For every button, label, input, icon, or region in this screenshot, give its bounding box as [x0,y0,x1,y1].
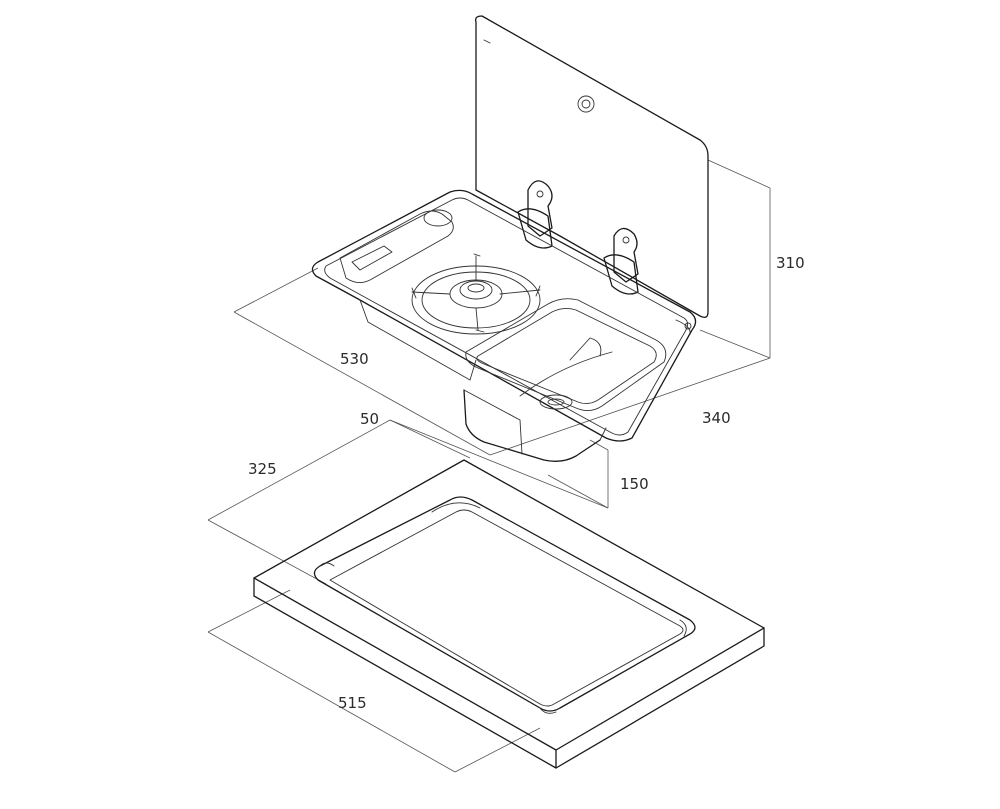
dim-label-cutout-width: 515 [338,694,367,712]
hinge-right-icon [603,227,639,295]
dimension-lines-upper [233,159,771,509]
worktop-cutout-panel [253,459,765,769]
dim-label-width-top: 530 [340,350,369,368]
lid-knob-icon [577,95,595,113]
gas-burner-icon [411,253,541,333]
dim-label-depth-top: 340 [702,409,731,427]
dim-label-height: 310 [776,254,805,272]
dim-label-cutout-depth: 325 [248,460,277,478]
dimension-labels: 310 530 340 50 150 325 515 [248,254,805,712]
dim-label-basin-depth: 150 [620,475,649,493]
glass-lid [474,15,709,318]
drain-icon [539,394,573,410]
hob-sink-unit [311,189,697,462]
hinge-left-icon [517,180,553,249]
dimension-lines-lower [207,419,609,773]
dim-label-offset: 50 [360,410,379,428]
